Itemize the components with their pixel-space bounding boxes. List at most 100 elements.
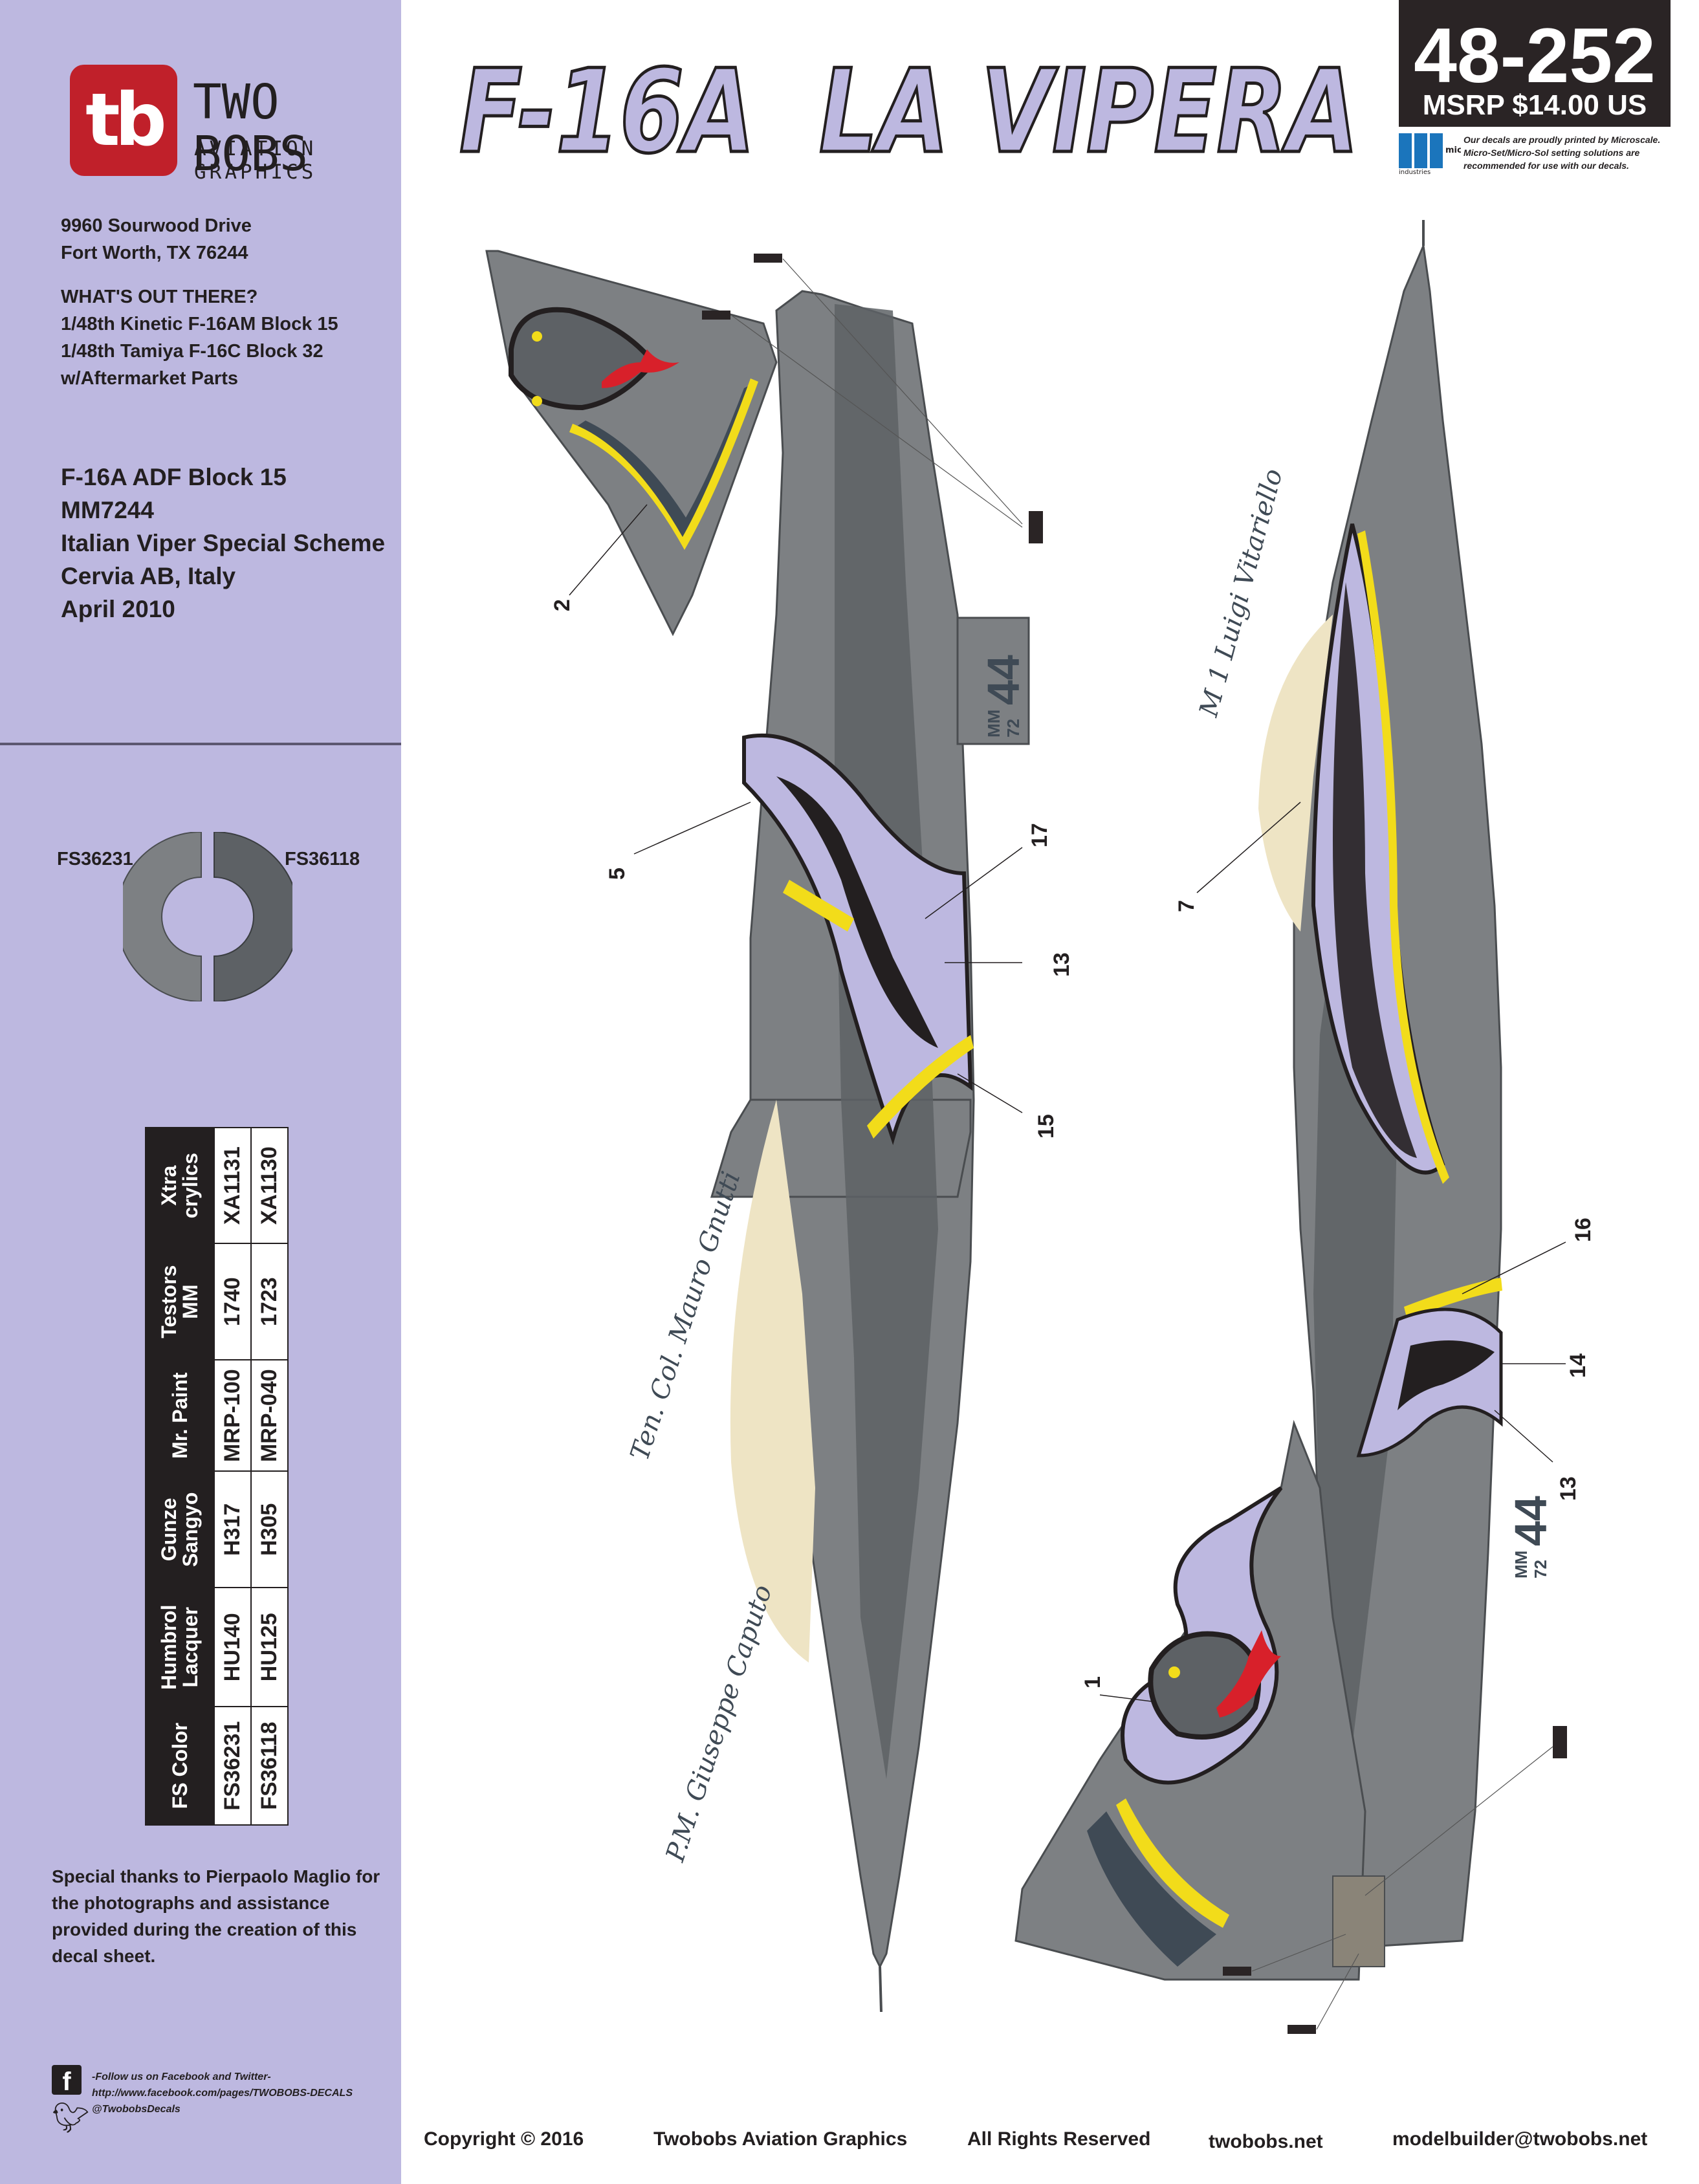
table-cell: MRP-040	[251, 1360, 288, 1472]
aircraft-profiles: MM 72 44 Ten. Col. Mauro Gnutti P.M. Giu…	[485, 220, 1595, 2034]
callout-number: 1	[1080, 1676, 1105, 1688]
table-header: Xtra crylics	[146, 1128, 214, 1244]
callout-leader	[925, 847, 1023, 919]
callout-number: 16	[1571, 1218, 1595, 1242]
right-snake-pattern	[1333, 582, 1417, 1158]
table-cell: 1740	[214, 1243, 251, 1360]
aircraft-line: Italian Viper Special Scheme	[61, 530, 386, 556]
callout-leader	[730, 314, 1023, 528]
color-swatch-ring	[116, 831, 300, 1003]
paint-reference-table: FS Color Humbrol Lacquer Gunze Sangyo Mr…	[145, 1127, 288, 1826]
red-marking-decal	[1553, 1726, 1567, 1758]
swatch-label-fs36118: FS36118	[285, 849, 360, 869]
table-header: FS Color	[146, 1707, 214, 1825]
left-serial-44: 44	[978, 655, 1029, 705]
left-pilot-name: Ten. Col. Mauro Gnutti	[625, 1168, 747, 1464]
callout-number: 14	[1566, 1353, 1590, 1378]
footer-rights: All Rights Reserved	[967, 2128, 1151, 2150]
table-header-row: FS Color Humbrol Lacquer Gunze Sangyo Mr…	[146, 1128, 214, 1825]
two-bobs-logo: tb	[70, 65, 177, 176]
left-yellow-stripe	[783, 880, 854, 932]
callout-number: 5	[605, 868, 630, 880]
right-wing-yellow	[1116, 1798, 1229, 1928]
table-cell: XA1130	[251, 1128, 288, 1244]
left-serial-mm: MM	[984, 710, 1003, 737]
address-line: Fort Worth, TX 76244	[61, 243, 248, 263]
footer-email[interactable]: modelbuilder@twobobs.net	[1392, 2128, 1648, 2150]
right-canopy-shadow	[1258, 615, 1333, 932]
table-row: FS36231 HU140 H317 MRP-100 1740 XA1131	[214, 1128, 251, 1825]
left-yellow-stripe	[867, 1035, 974, 1139]
callout-number: 17	[1027, 823, 1052, 847]
address-line: 9960 Sourwood Drive	[61, 215, 252, 236]
left-pilot-name: P.M. Giuseppe Caputo	[660, 1582, 778, 1866]
table-cell: H317	[214, 1471, 251, 1588]
callout-leader	[1462, 1241, 1566, 1294]
left-snake-eye	[532, 331, 542, 342]
sidebar-divider	[0, 743, 401, 745]
sidebar: tb TWO BOBS AVIATION GRAPHICS 9960 Sourw…	[0, 0, 401, 2184]
left-aircraft-view: MM 72 44 Ten. Col. Mauro Gnutti P.M. Giu…	[485, 250, 1074, 2013]
msrp: MSRP $14.00 US	[1422, 89, 1647, 121]
right-yellow-stripe	[1357, 530, 1449, 1184]
left-serial-72: 72	[1003, 719, 1023, 737]
right-serial-44: 44	[1506, 1496, 1556, 1546]
callout-leader	[1196, 802, 1301, 893]
aircraft-line: F-16A ADF Block 15	[61, 464, 287, 490]
callout-leader	[1494, 1410, 1553, 1463]
table-header: Testors MM	[146, 1243, 214, 1360]
callout-leader	[782, 258, 1023, 525]
callout-leader	[1251, 1934, 1346, 1972]
follow-text: -Follow us on Facebook and Twitter-	[92, 2071, 271, 2082]
facebook-link[interactable]: http://www.facebook.com/pages/TWOBOBS-DE…	[92, 2088, 353, 2099]
right-serial-mm: MM	[1511, 1551, 1531, 1578]
swatch-label-fs36231: FS36231	[57, 849, 133, 869]
callout-number: 15	[1034, 1114, 1058, 1139]
left-stabilizer	[956, 617, 1030, 745]
left-canopy-shadow	[730, 1100, 815, 1663]
whats-out-there: WHAT'S OUT THERE? 1/48th Kinetic F-16AM …	[61, 283, 338, 392]
callout-number: 13	[1556, 1476, 1581, 1501]
special-thanks: Special thanks to Pierpaolo Maglio for t…	[52, 1866, 380, 1966]
callout-number: 2	[550, 599, 575, 611]
social-text: -Follow us on Facebook and Twitter- http…	[92, 2069, 428, 2117]
aircraft-line: Cervia AB, Italy	[61, 563, 236, 589]
left-serial-group: MM 72 44	[978, 655, 1029, 737]
twitter-bird-icon[interactable]: 🐦︎	[52, 2101, 90, 2134]
twitter-handle[interactable]: @TwobobsDecals	[92, 2104, 181, 2115]
microscale-logo-sub: industries	[1399, 169, 1430, 175]
facebook-icon[interactable]: f	[52, 2065, 82, 2096]
table-cell: FS36231	[214, 1707, 251, 1825]
footer-copyright: Copyright © 2016	[424, 2128, 584, 2150]
red-marking-decal	[1029, 511, 1043, 543]
right-snake-tongue	[1216, 1630, 1281, 1718]
table-header: Humbrol Lacquer	[146, 1588, 214, 1707]
microscale-logo: micro scale industries	[1399, 133, 1461, 175]
right-snake-pattern	[1398, 1340, 1495, 1410]
callout-number: 7	[1174, 900, 1199, 912]
callout-leader	[1365, 1746, 1553, 1896]
sheet-title: F-16A LA VIPERA	[458, 48, 1361, 180]
callout-number: 13	[1049, 952, 1074, 977]
red-marking-decal	[1223, 1967, 1251, 1976]
swatch-fs36231	[116, 831, 202, 1003]
product-code: 48-252	[1414, 12, 1656, 99]
right-aircraft-view: MM 72 44 M 1 Luigi Vitariello 7 16 14 13…	[1014, 220, 1595, 2034]
kit-line: 1/48th Tamiya F-16C Block 32	[61, 341, 323, 362]
swatch-ring-svg	[116, 831, 300, 1003]
product-code-box: 48-252 MSRP $14.00 US	[1399, 0, 1671, 127]
microscale-note: Our decals are proudly printed by Micros…	[1463, 135, 1661, 171]
table-row: FS36118 HU125 H305 MRP-040 1723 XA1130	[251, 1128, 288, 1825]
microscale-logo-text: micro scale	[1445, 146, 1461, 155]
aircraft-line: April 2010	[61, 596, 175, 622]
table-cell: MRP-100	[214, 1360, 251, 1472]
right-serial-72: 72	[1531, 1560, 1550, 1578]
table-cell: FS36118	[251, 1707, 288, 1825]
table-header: Mr. Paint	[146, 1360, 214, 1472]
whats-out-there-heading: WHAT'S OUT THERE?	[61, 287, 258, 307]
brand-name: TWO BOBS	[193, 74, 309, 182]
callout-leader	[1316, 1953, 1359, 2030]
table-cell: XA1131	[214, 1128, 251, 1244]
callout-leader	[569, 504, 648, 596]
footer-website[interactable]: twobobs.net	[1209, 2131, 1323, 2152]
